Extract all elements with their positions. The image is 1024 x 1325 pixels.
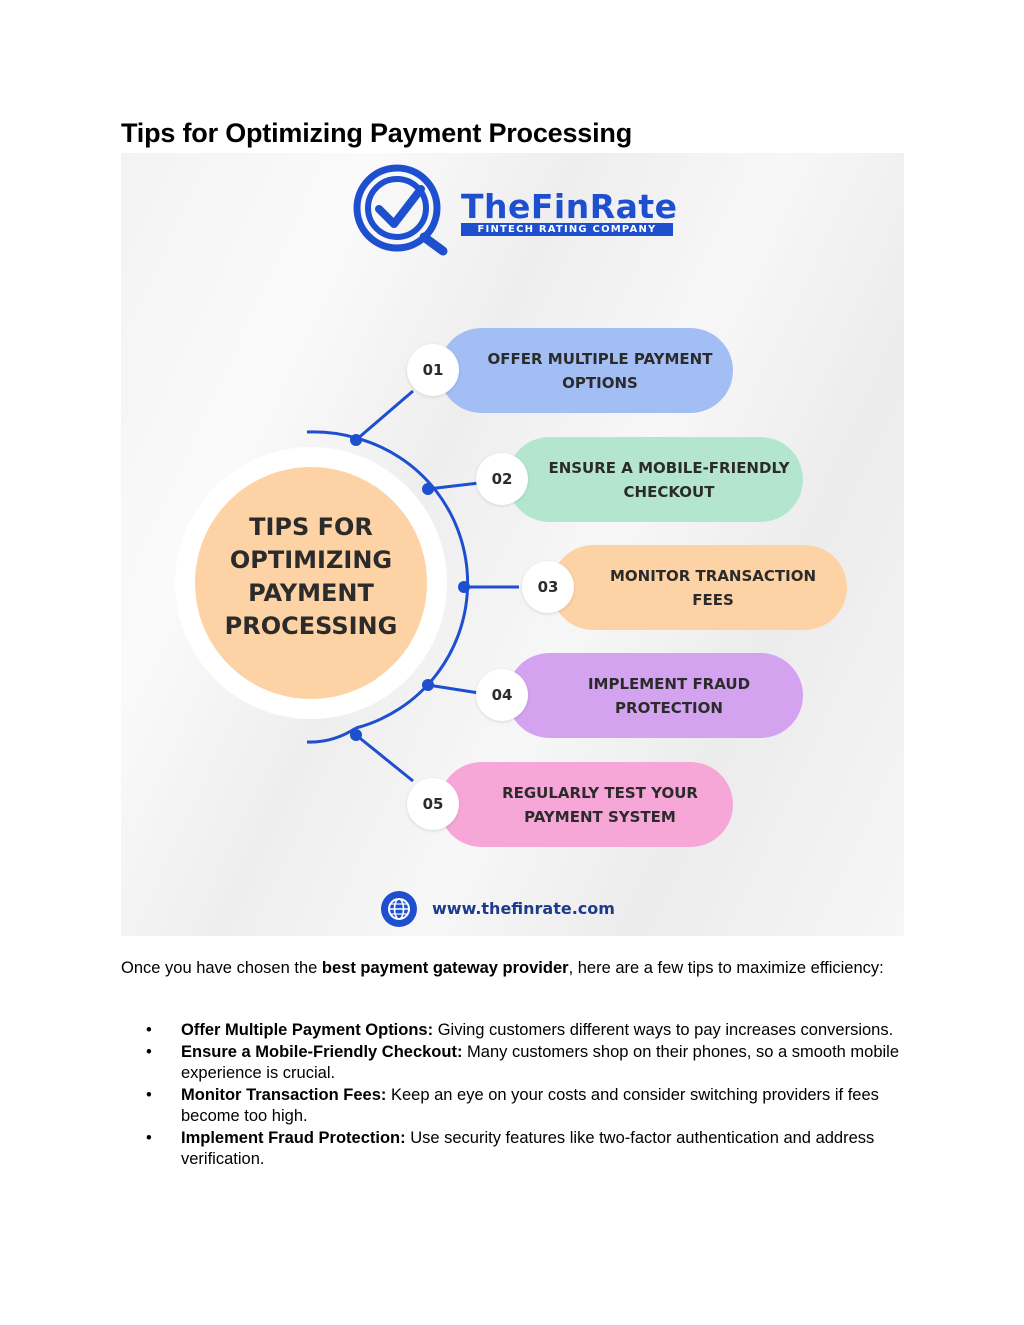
bullet-icon: •	[146, 1086, 152, 1104]
bullet-icon: •	[146, 1043, 152, 1061]
list-item: • Monitor Transaction Fees: Keep an eye o…	[121, 1085, 901, 1127]
tips-infographic: TheFinRate FINTECH RATING COMPANY TIPS F…	[121, 153, 904, 936]
bullet-icon: •	[146, 1021, 152, 1039]
connector-dots	[350, 434, 470, 741]
arc-bottom-tail	[306, 726, 357, 744]
step-number-badge: 03	[522, 561, 574, 613]
center-label: TIPS FOR OPTIMIZING PAYMENT PROCESSING	[224, 513, 398, 640]
step-label: ENSURE A MOBILE-FRIENDLY CHECKOUT	[548, 458, 790, 501]
tip-heading: Ensure a Mobile-Friendly Checkout:	[181, 1043, 463, 1061]
intro-paragraph: Once you have chosen the best payment ga…	[121, 958, 901, 979]
step-pill-3: MONITOR TRANSACTION FEES	[551, 545, 847, 630]
website-url: www.thefinrate.com	[432, 899, 615, 918]
intro-bold-link-text: best payment gateway provider	[321, 959, 569, 977]
step-number-badge: 04	[476, 669, 528, 721]
step-pill-2: ENSURE A MOBILE-FRIENDLY CHECKOUT	[507, 437, 803, 522]
tip-text: Giving customers different ways to pay i…	[433, 1021, 894, 1039]
list-item: • Offer Multiple Payment Options: Giving …	[121, 1020, 901, 1041]
infographic-graphics	[175, 164, 519, 927]
tip-heading: Offer Multiple Payment Options:	[181, 1021, 434, 1039]
step-label: MONITOR TRANSACTION FEES	[609, 566, 817, 609]
logo-tagline: FINTECH RATING COMPANY	[461, 223, 673, 236]
step-label: IMPLEMENT FRAUD PROTECTION	[587, 674, 751, 717]
step-label: REGULARLY TEST YOUR PAYMENT SYSTEM	[502, 783, 698, 826]
list-item: • Implement Fraud Protection: Use securit…	[121, 1128, 901, 1170]
step-pill-5: REGULARLY TEST YOUR PAYMENT SYSTEM	[439, 762, 733, 847]
step-number-badge: 01	[407, 344, 459, 396]
list-item: • Ensure a Mobile-Friendly Checkout: Many…	[121, 1042, 901, 1084]
logo-wordmark: TheFinRate	[461, 187, 678, 226]
intro-text-before: Once you have chosen the	[121, 959, 322, 977]
step-connectors	[355, 389, 519, 783]
center-circle	[195, 467, 427, 699]
globe-icon	[381, 891, 417, 927]
tip-text: Keep an eye on your costs and consider s…	[181, 1086, 879, 1125]
tip-text: Use security features like two-factor au…	[181, 1129, 875, 1168]
step-number-badge: 05	[407, 778, 459, 830]
step-number-badge: 02	[476, 453, 528, 505]
tip-heading: Monitor Transaction Fees:	[181, 1086, 387, 1104]
intro-text-after: , here are a few tips to maximize effici…	[568, 959, 884, 977]
page-title: Tips for Optimizing Payment Processing	[121, 118, 633, 148]
tips-list: • Offer Multiple Payment Options: Giving …	[121, 1020, 901, 1171]
logo-check-icon	[353, 164, 448, 256]
arc-top-tail	[306, 430, 357, 440]
tip-text: Many customers shop on their phones, so …	[181, 1043, 900, 1082]
step-pill-4: IMPLEMENT FRAUD PROTECTION	[507, 653, 803, 738]
bullet-icon: •	[146, 1129, 152, 1147]
tip-heading: Implement Fraud Protection:	[181, 1129, 406, 1147]
step-label: OFFER MULTIPLE PAYMENT OPTIONS	[487, 349, 713, 392]
step-pill-1: OFFER MULTIPLE PAYMENT OPTIONS	[439, 328, 733, 413]
